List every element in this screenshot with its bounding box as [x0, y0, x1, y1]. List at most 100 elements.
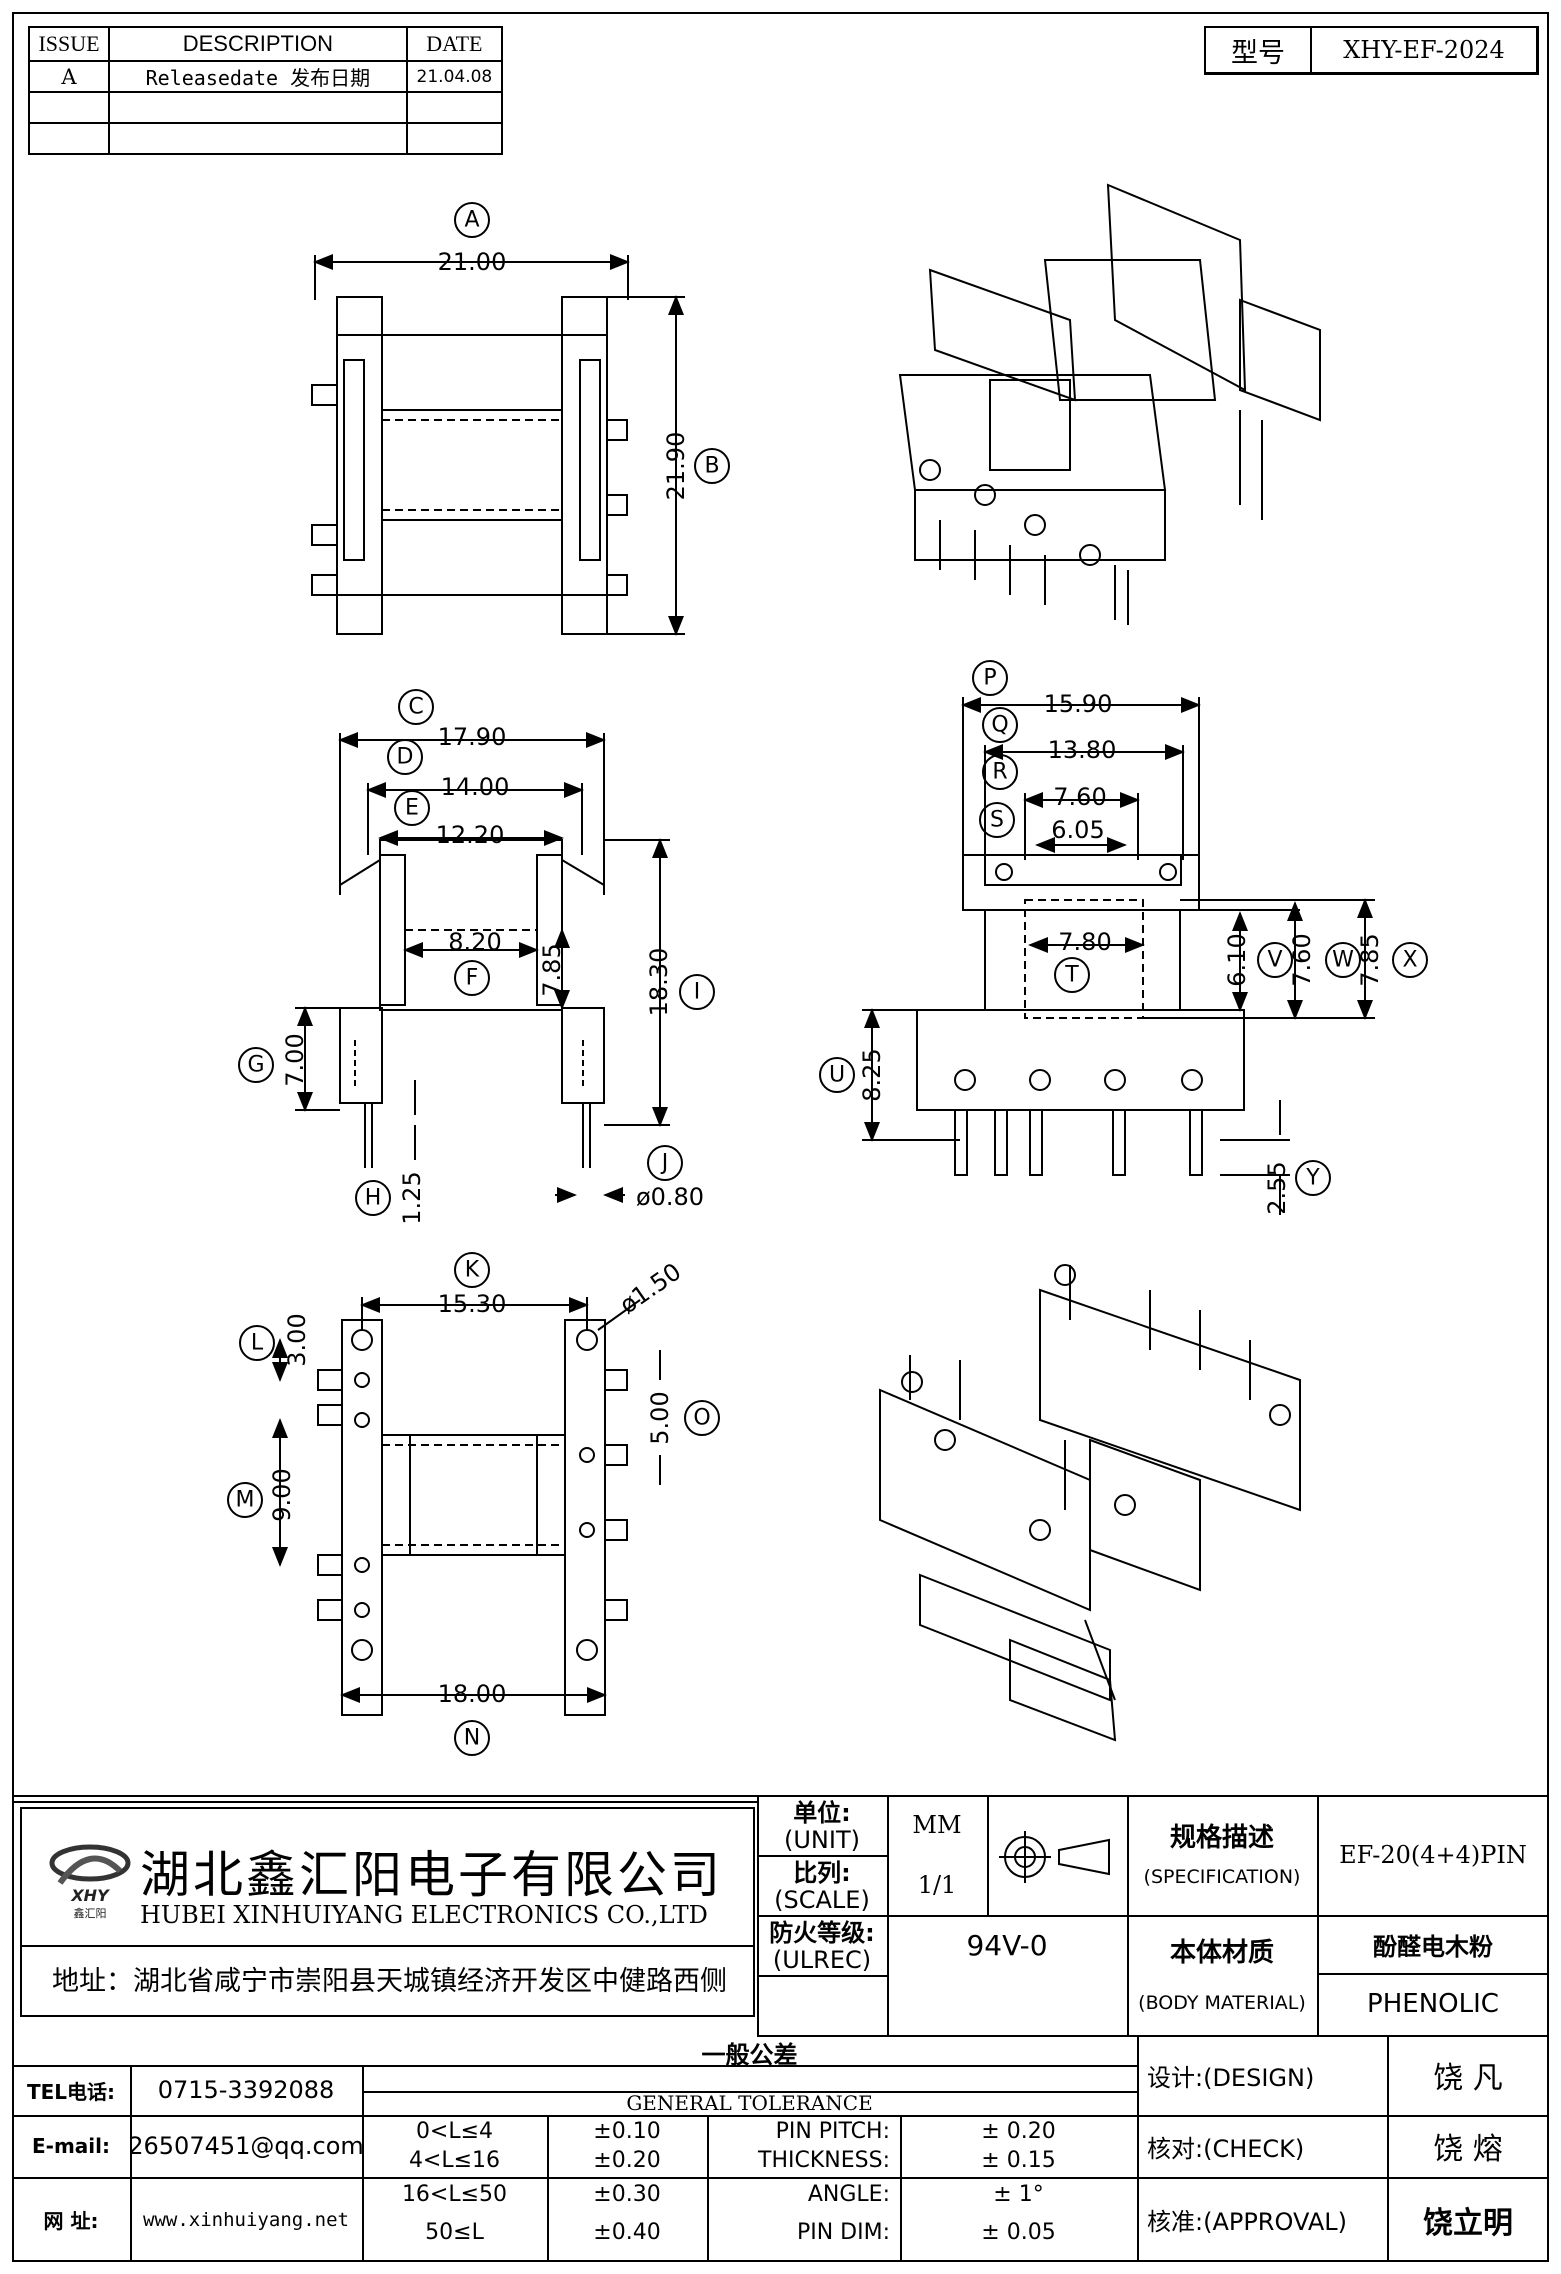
- model-box: 型号 XHY-EF-2024: [1204, 26, 1539, 75]
- tolerance-range: 50≤L: [425, 2219, 484, 2245]
- balloon-D: [387, 739, 423, 775]
- unit-value: MM: [912, 1811, 962, 1839]
- tolerance-value: ±0.40: [593, 2219, 661, 2245]
- balloon-S: [979, 802, 1015, 838]
- tolerance-title-cn: 一般公差: [701, 2040, 798, 2069]
- rev-row-1-date: 21.04.08: [405, 60, 504, 93]
- svg-text:I: I: [694, 980, 701, 1005]
- web-label: 网 址:: [43, 2209, 99, 2233]
- rev-row-1-description: Releasedate 发布日期: [108, 60, 408, 93]
- tolerance-item: ANGLE:: [807, 2181, 890, 2207]
- svg-text:E: E: [405, 796, 419, 821]
- tolerance-ranges: 0<L≤4 4<L≤16 16<L≤50 50≤L: [362, 2117, 547, 2251]
- tel-value: 0715-3392088: [157, 2076, 335, 2104]
- dim-P: 15.90: [1044, 690, 1113, 718]
- tolerance-item: PIN DIM:: [796, 2219, 890, 2245]
- dim-C: 17.90: [438, 723, 507, 751]
- dim-X: 7.85: [1356, 933, 1384, 986]
- approval-value: 饶立明: [1423, 2205, 1513, 2241]
- svg-text:S: S: [990, 808, 1004, 833]
- balloon-B: [694, 448, 730, 484]
- dim-D: 14.00: [441, 773, 510, 801]
- email-value: 26507451@qq.com: [128, 2132, 364, 2160]
- balloon-N: [454, 1720, 490, 1756]
- rev-row-2-description: [108, 91, 408, 124]
- svg-text:P: P: [983, 666, 996, 691]
- svg-text:H: H: [365, 1186, 382, 1211]
- svg-text:B: B: [704, 454, 719, 479]
- spec-label-en: (SPECIFICATION): [1143, 1866, 1301, 1888]
- dim-L: 3.00: [283, 1313, 311, 1366]
- svg-text:Q: Q: [991, 713, 1008, 738]
- tel-label: TEL电话:: [26, 2079, 116, 2104]
- balloon-Y: [1295, 1160, 1331, 1196]
- dim-T: 7.80: [1058, 928, 1111, 956]
- unit-label: 单位:: [793, 1798, 851, 1827]
- dim-F-height: 7.85: [538, 943, 566, 996]
- balloon-F: [454, 960, 490, 996]
- balloon-Q: [982, 707, 1018, 743]
- balloon-W: [1325, 942, 1361, 978]
- tolerance-item-value: ± 0.05: [981, 2219, 1056, 2245]
- view-iso-bottom: [879, 1264, 1301, 1742]
- balloon-V: [1257, 942, 1293, 978]
- balloon-K: [454, 1252, 490, 1288]
- balloon-P: [972, 660, 1008, 696]
- svg-text:鑫汇阳: 鑫汇阳: [74, 1906, 107, 1920]
- balloon-A: [454, 202, 490, 238]
- svg-text:V: V: [1267, 948, 1282, 973]
- company-name-en: HUBEI XINHUIYANG ELECTRONICS CO.,LTD: [140, 1901, 708, 1929]
- balloon-J: [647, 1145, 683, 1181]
- rev-row-3-issue: [28, 122, 110, 155]
- svg-text:XHY: XHY: [70, 1886, 110, 1905]
- tolerance-value: ±0.20: [593, 2148, 661, 2173]
- view-iso-top: [898, 183, 1321, 625]
- dim-E: 12.20: [436, 821, 505, 849]
- tolerance-value: ±0.30: [593, 2181, 661, 2207]
- scale-value: 1/1: [917, 1871, 957, 1899]
- balloon-M: [227, 1482, 263, 1518]
- dim-W: 7.60: [1288, 933, 1316, 986]
- email-label: E-mail:: [31, 2134, 110, 2158]
- tolerance-item-value: ± 0.20: [981, 2119, 1056, 2144]
- company-box: XHY 鑫汇阳 湖北鑫汇阳电子有限公司 HUBEI XINHUIYANG ELE…: [20, 1807, 755, 2017]
- title-block: XHY 鑫汇阳 湖北鑫汇阳电子有限公司 HUBEI XINHUIYANG ELE…: [12, 1795, 1549, 2262]
- svg-text:X: X: [1402, 948, 1417, 973]
- rev-header-description: DESCRIPTION: [108, 26, 408, 62]
- company-name-cn: 湖北鑫汇阳电子有限公司: [140, 1846, 723, 1904]
- tolerance-item-values: ± 0.20 ± 0.15 ± 1° ± 0.05: [900, 2117, 1137, 2251]
- balloon-O: [684, 1400, 720, 1436]
- dim-J: ø0.80: [636, 1183, 704, 1211]
- model-value: XHY-EF-2024: [1343, 36, 1505, 64]
- tolerance-item-value: ± 0.15: [981, 2148, 1056, 2173]
- spec-value: EF-20(4+4)PIN: [1339, 1841, 1527, 1869]
- check-label: 核对:(CHECK): [1147, 2134, 1305, 2163]
- svg-text:M: M: [236, 1488, 255, 1513]
- rev-row-3-description: [108, 122, 408, 155]
- scale-label-en: (SCALE): [774, 1886, 870, 1914]
- view-top: [311, 296, 628, 635]
- dim-N: 18.00: [438, 1680, 507, 1708]
- view-front: [339, 839, 605, 1168]
- view-bottom: [317, 1319, 628, 1716]
- ul-label-en: (ULREC): [772, 1946, 872, 1974]
- design-label: 设计:(DESIGN): [1147, 2063, 1315, 2092]
- svg-text:A: A: [464, 208, 479, 233]
- unit-label-en: (UNIT): [784, 1826, 860, 1854]
- dim-K-diameter: ø1.50: [614, 1257, 686, 1319]
- svg-text:L: L: [251, 1331, 264, 1356]
- svg-text:W: W: [1332, 948, 1354, 973]
- company-address: 地址：湖北省咸宁市崇阳县天城镇经济开发区中健路西侧: [52, 1966, 727, 1997]
- material-cn: 酚醛电木粉: [1373, 1932, 1493, 1961]
- svg-text:R: R: [992, 760, 1007, 785]
- scale-label: 比列:: [793, 1858, 851, 1887]
- company-logo: XHY 鑫汇阳: [49, 1844, 131, 1920]
- dim-Y: 2.55: [1263, 1161, 1291, 1214]
- material-value: PHENOLIC: [1367, 1989, 1499, 2019]
- dim-B: 21.90: [662, 432, 690, 501]
- balloon-T: [1054, 957, 1090, 993]
- tolerance-value: ±0.10: [593, 2119, 661, 2144]
- dim-K: 15.30: [438, 1290, 507, 1318]
- ul-label: 防火等级:: [769, 1918, 875, 1947]
- technical-drawing: AB CDE FGH IJ KLM NO PQR STU VWX Y 21.00…: [227, 183, 1428, 1756]
